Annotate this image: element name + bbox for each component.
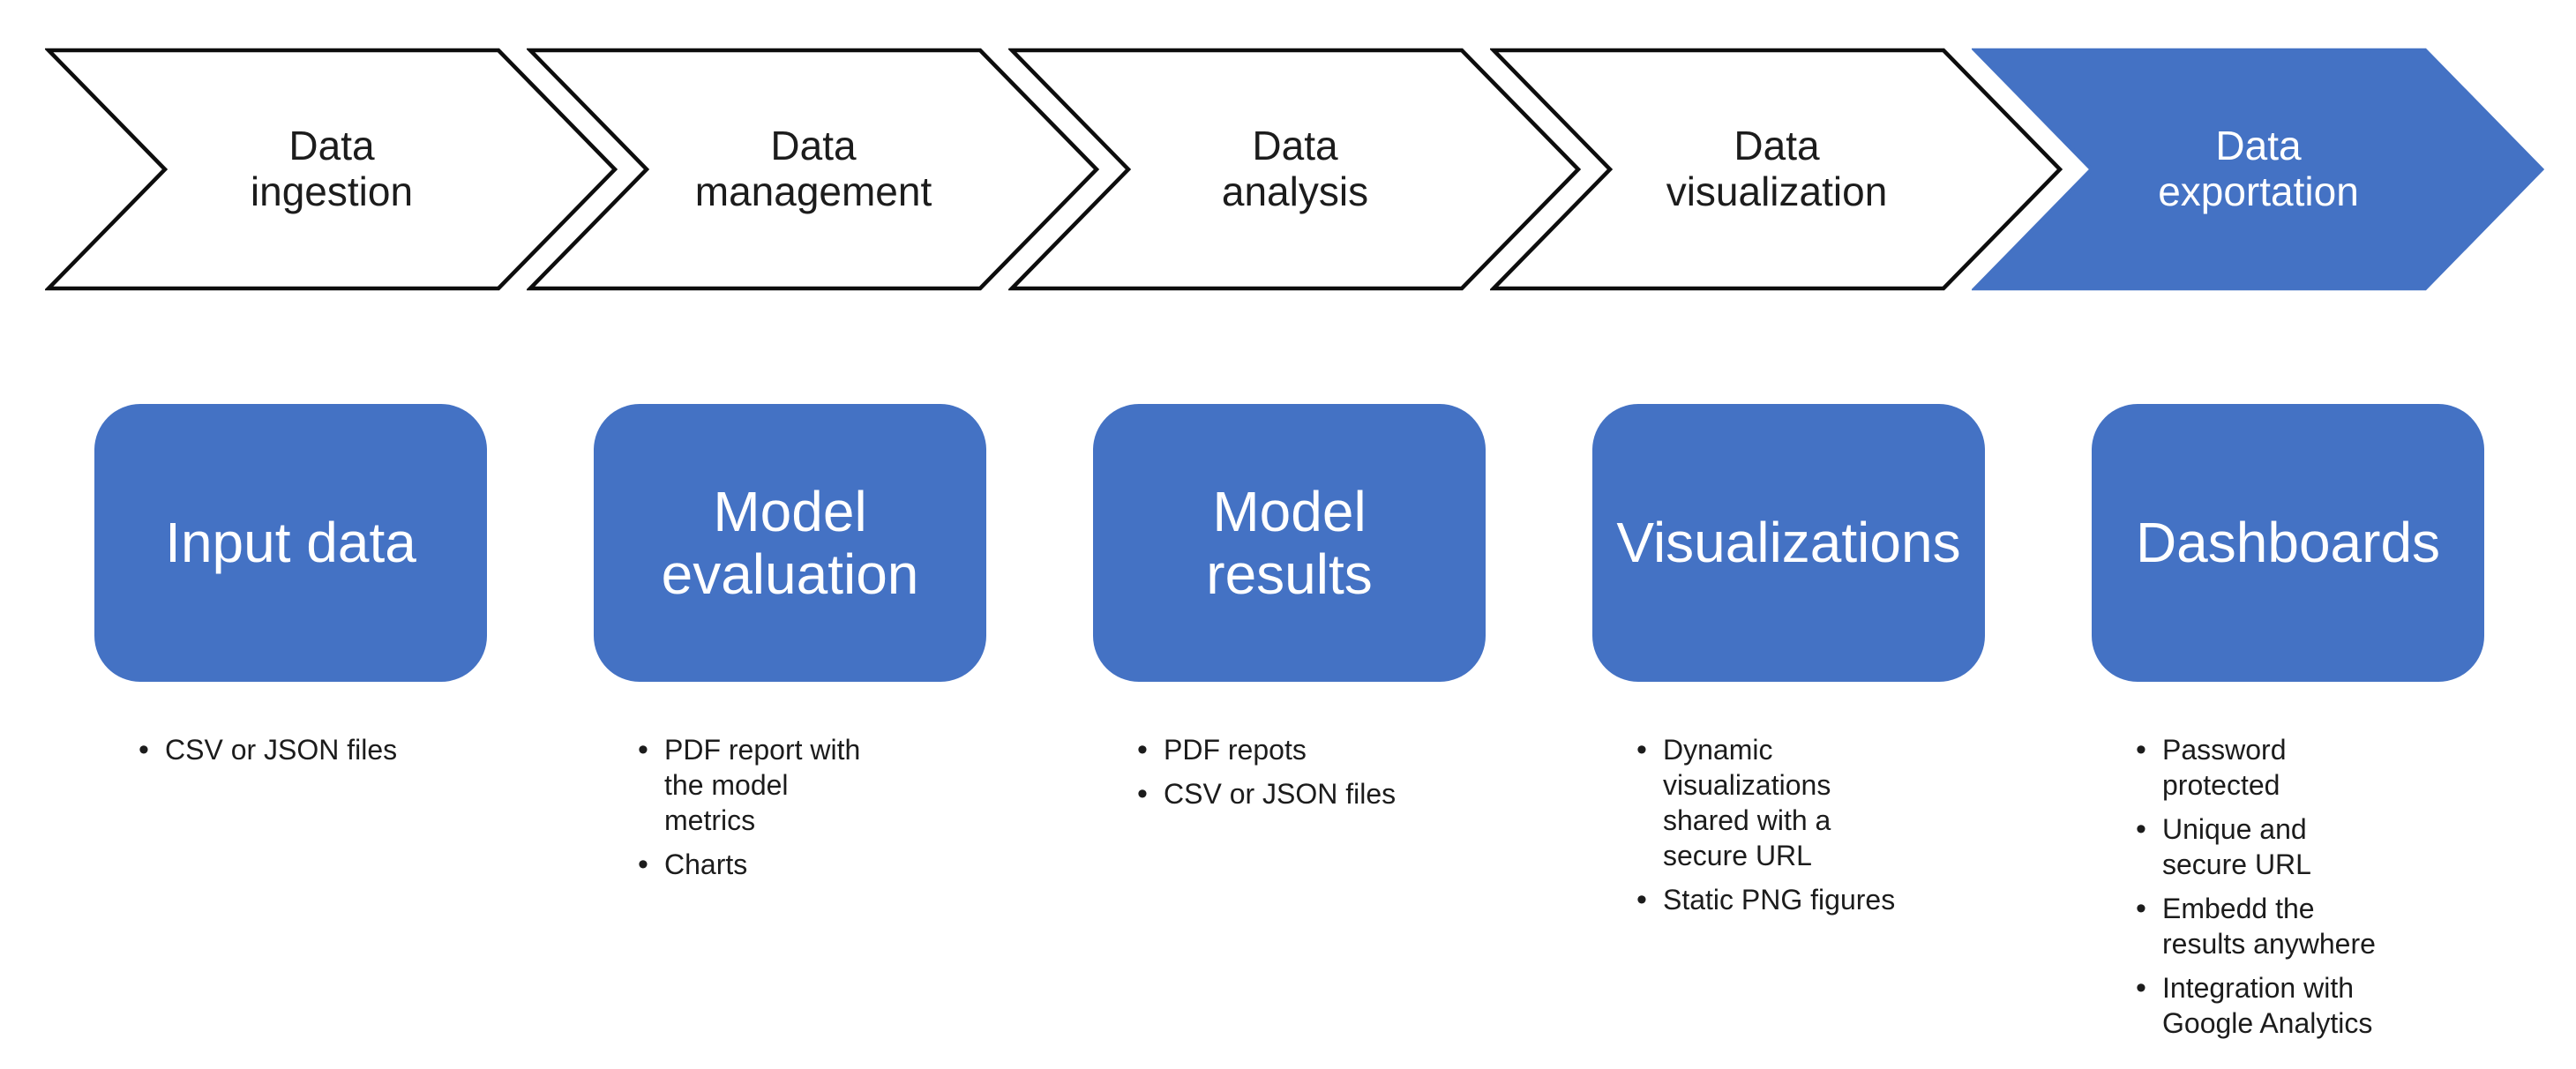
bullet-icon: • (638, 733, 648, 766)
list-item: • Static PNG figures (1636, 882, 1972, 917)
list-item: • CSV or JSON files (1137, 776, 1472, 811)
bullet-label: CSV or JSON files (165, 734, 398, 766)
bullet-list-model-evaluation: • PDF report with the model metrics • Ch… (638, 732, 973, 891)
box-title: Input data (165, 511, 416, 575)
bullet-icon: • (2136, 812, 2146, 846)
chevron-step-data-ingestion: Data ingestion (45, 47, 618, 292)
chevron-arrow-icon (1008, 48, 1582, 291)
chevron-arrow-icon (1972, 48, 2545, 291)
list-item: • Charts (638, 847, 973, 882)
bullet-icon: • (2136, 892, 2146, 925)
bullet-icon: • (1137, 733, 1148, 766)
box-input-data: Input data (94, 404, 487, 682)
chevron-step-data-visualization: Data visualization (1490, 47, 2063, 292)
bullet-icon: • (2136, 971, 2146, 1005)
chevron-step-data-exportation: Data exportation (1972, 47, 2545, 292)
chevron-step-label: Data ingestion (250, 123, 414, 214)
box-title: Model results (1206, 480, 1373, 606)
chevron-arrow-icon (1490, 48, 2063, 291)
bullet-label: Charts (664, 848, 748, 880)
chevron-step-label: Data exportation (2158, 123, 2359, 214)
list-item: • CSV or JSON files (139, 732, 474, 767)
bullet-list-dashboards: • Password protected • Unique and secure… (2136, 732, 2471, 1050)
bullet-list-input-data: • CSV or JSON files (139, 732, 474, 776)
chevron-arrow-icon (45, 48, 618, 291)
chevron-step-data-management: Data management (527, 47, 1100, 292)
list-item: • Unique and secure URL (2136, 811, 2471, 882)
list-item: • Integration with Google Analytics (2136, 970, 2471, 1041)
bullet-label: Static PNG figures (1663, 884, 1896, 916)
box-model-results: Model results (1093, 404, 1486, 682)
bullet-label: CSV or JSON files (1164, 778, 1397, 810)
bullet-label: Password protected (2162, 734, 2287, 801)
box-model-evaluation: Model evaluation (594, 404, 986, 682)
bullet-label: Unique and secure URL (2162, 813, 2311, 880)
chevron-step-label: Data visualization (1666, 123, 1888, 214)
box-title: Dashboards (2135, 511, 2441, 575)
chevron-step-data-analysis: Data analysis (1008, 47, 1582, 292)
bullet-label: Dynamic visualizations shared with a sec… (1663, 734, 1831, 871)
list-item: • Dynamic visualizations shared with a s… (1636, 732, 1972, 873)
list-item: • Embedd the results anywhere (2136, 891, 2471, 961)
bullet-icon: • (638, 848, 648, 881)
list-item: • PDF repots (1137, 732, 1472, 767)
box-visualizations: Visualizations (1592, 404, 1985, 682)
list-item: • Password protected (2136, 732, 2471, 803)
chevron-arrow-icon (527, 48, 1100, 291)
bullet-label: Integration with Google Analytics (2162, 972, 2373, 1039)
bullet-label: PDF repots (1164, 734, 1307, 766)
box-dashboards: Dashboards (2092, 404, 2484, 682)
chevron-step-label: Data analysis (1221, 123, 1369, 214)
list-item: • PDF report with the model metrics (638, 732, 973, 838)
bullet-icon: • (1137, 777, 1148, 811)
bullet-list-visualizations: • Dynamic visualizations shared with a s… (1636, 732, 1972, 926)
bullet-label: PDF report with the model metrics (664, 734, 861, 836)
bullet-icon: • (139, 733, 149, 766)
box-title: Model evaluation (661, 480, 919, 606)
bullet-icon: • (1636, 883, 1647, 916)
box-title: Visualizations (1616, 511, 1961, 575)
chevron-step-label: Data management (694, 123, 932, 214)
bullet-icon: • (2136, 733, 2146, 766)
bullet-list-model-results: • PDF repots • CSV or JSON files (1137, 732, 1472, 820)
bullet-label: Embedd the results anywhere (2162, 893, 2376, 960)
bullet-icon: • (1636, 733, 1647, 766)
